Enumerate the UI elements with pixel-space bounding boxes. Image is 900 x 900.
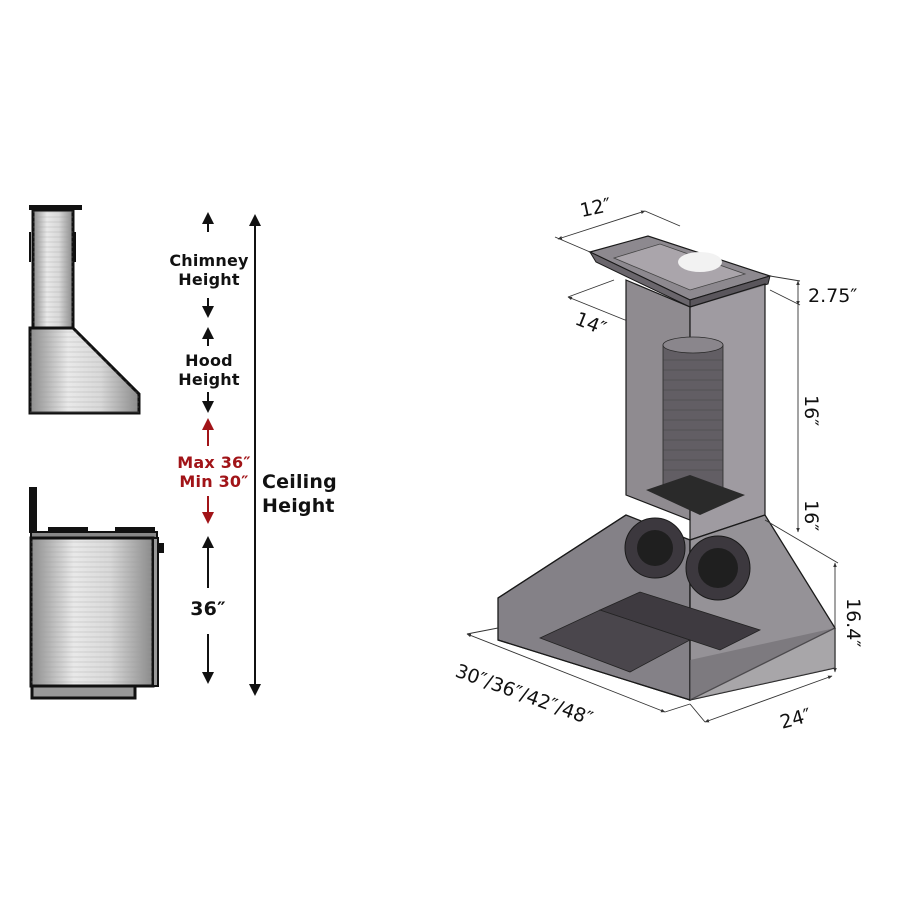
chimney-height-line2: Height [178, 270, 240, 289]
range-side-profile [29, 487, 164, 700]
chimney-height-label: Chimney Height [168, 251, 250, 289]
chimney-height-line1: Chimney [169, 251, 249, 270]
upper-chimney-label: 16″ [800, 395, 822, 427]
hood-height-dim-label: 16.4″ [842, 598, 864, 648]
clearance-max: Max 36″ [177, 453, 251, 472]
dimension-arrows-left [202, 212, 261, 696]
ceiling-height-line2: Height [262, 495, 335, 517]
clearance-min: Min 30″ [179, 472, 249, 491]
counter-height-label: 36″ [190, 598, 226, 620]
hood-3d-render [497, 235, 836, 702]
ceiling-height-label: Ceiling Height [262, 470, 342, 518]
ceiling-height-line1: Ceiling [262, 471, 337, 493]
hood-height-line2: Height [178, 370, 240, 389]
dimension-lines-right [466, 210, 839, 723]
hood-height-label: Hood Height [168, 351, 250, 389]
hood-height-line1: Hood [185, 351, 233, 370]
clearance-label: Max 36″ Min 30″ [170, 453, 258, 491]
hood-side-profile [28, 205, 141, 415]
lower-chimney-label: 16″ [800, 500, 822, 532]
crown-height-label: 2.75″ [808, 285, 858, 307]
